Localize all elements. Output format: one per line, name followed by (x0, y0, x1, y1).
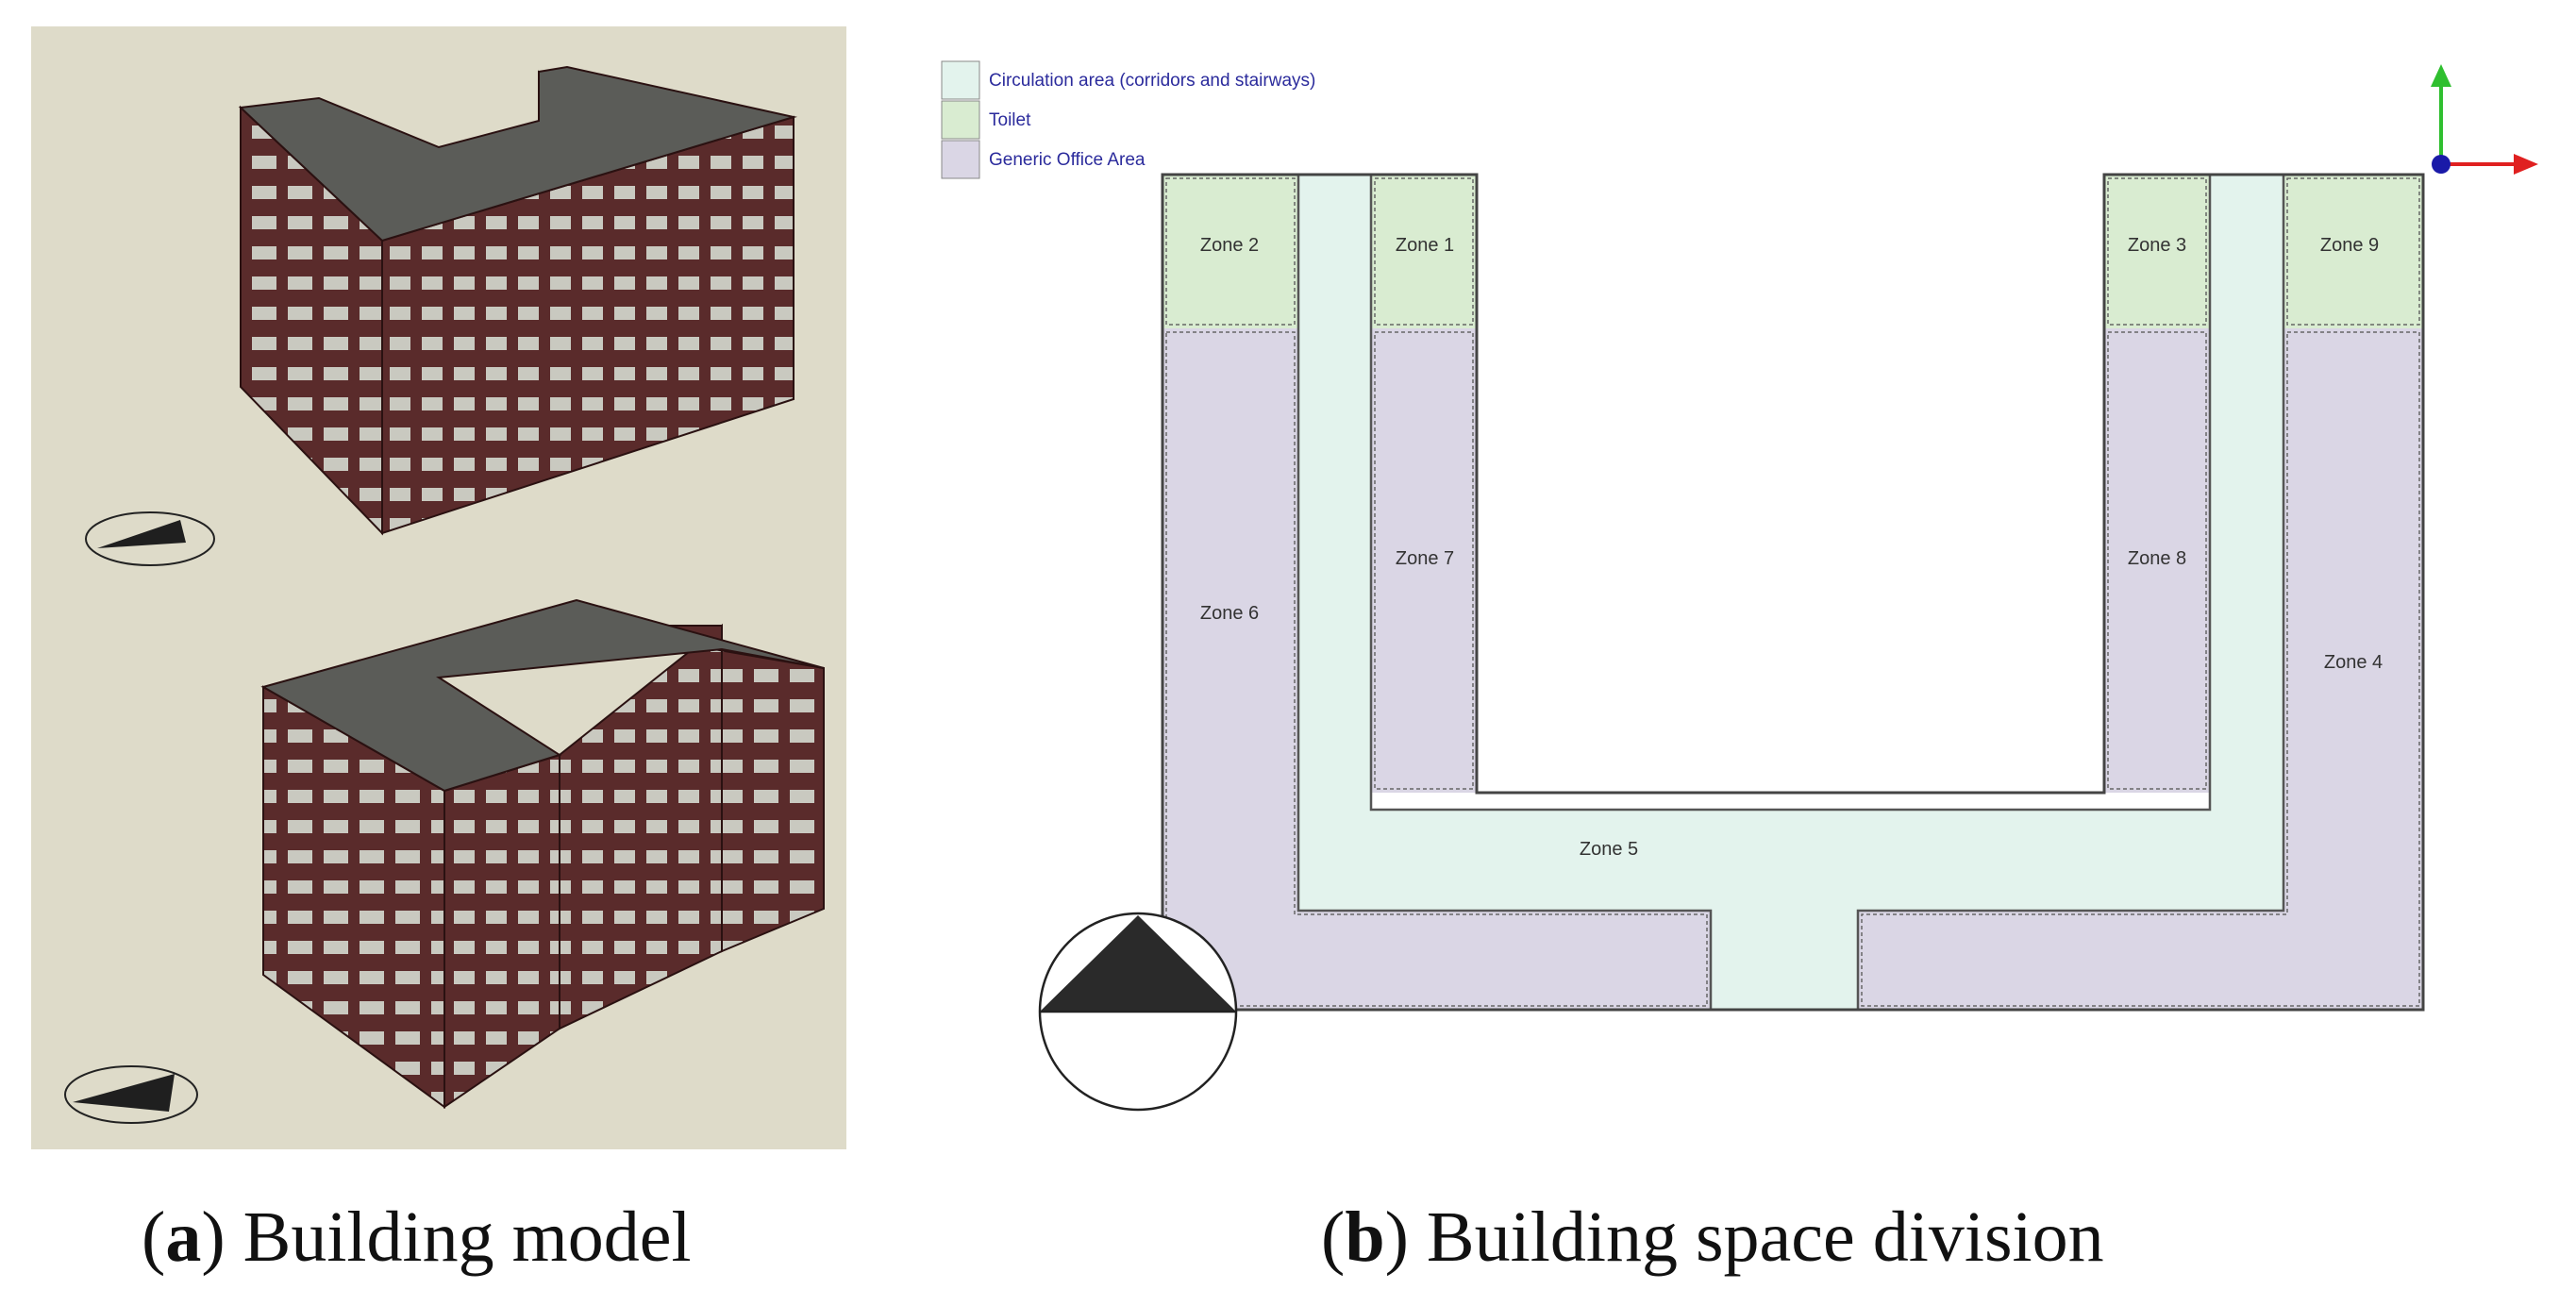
zone-7-area (1371, 328, 1477, 793)
space-division-panel: Circulation area (corridors and stairway… (941, 60, 2538, 1112)
legend-label-circulation: Circulation area (corridors and stairway… (989, 71, 1315, 91)
caption-space-division: (b) Building space division (1321, 1197, 2104, 1277)
office-areas (1163, 328, 2423, 1010)
caption-building-model: (a) Building model (142, 1197, 692, 1277)
building-model-panel (31, 26, 846, 1149)
zone-label-8: Zone 8 (2128, 548, 2186, 569)
north-arrow-icon (1038, 912, 1238, 1112)
zone-label-5: Zone 5 (1580, 839, 1638, 860)
zone-label-6: Zone 6 (1200, 603, 1259, 624)
toilet-areas (1163, 175, 2423, 328)
zone-label-3: Zone 3 (2128, 235, 2186, 256)
zone-label-1: Zone 1 (1396, 235, 1454, 256)
zone-2-area (1163, 175, 1298, 328)
zone-5-circulation (1296, 173, 2285, 1012)
zone-label-2: Zone 2 (1200, 235, 1259, 256)
zone-label-4: Zone 4 (2324, 652, 2383, 673)
legend-swatch-office (941, 140, 980, 179)
zone-8-area (2104, 328, 2210, 793)
zone-4-area (1858, 328, 2423, 1010)
xyz-axes-icon (2431, 64, 2538, 175)
caption-b-text: Building space division (1426, 1197, 2104, 1277)
zone-label-7: Zone 7 (1396, 548, 1454, 569)
zone-3-area (2104, 175, 2210, 328)
building-outline (1161, 173, 2425, 1012)
caption-b-letter: b (1345, 1197, 1385, 1277)
zone-labels: Zone 2 Zone 1 Zone 3 Zone 9 Zone 7 Zone … (1200, 235, 2383, 860)
caption-a-text: Building model (243, 1197, 692, 1277)
legend: Circulation area (corridors and stairway… (941, 60, 1315, 179)
building-model-top (238, 65, 797, 536)
roof-top (238, 65, 797, 243)
compass-icon (85, 511, 215, 566)
caption-a-letter: a (165, 1197, 202, 1277)
legend-swatch-toilet (941, 100, 980, 140)
legend-label-toilet: Toilet (989, 110, 1031, 130)
compass-icon (64, 1065, 198, 1124)
partitions (1165, 177, 2420, 1007)
zone-9-area (2283, 175, 2423, 328)
zone-6-area (1163, 328, 1711, 1010)
zone-label-9: Zone 9 (2320, 235, 2379, 256)
legend-swatch-circulation (941, 60, 980, 100)
building-model-bottom (260, 598, 825, 1109)
roof-bottom (260, 598, 825, 793)
legend-label-office: Generic Office Area (989, 150, 1146, 170)
zone-1-area (1371, 175, 1477, 328)
